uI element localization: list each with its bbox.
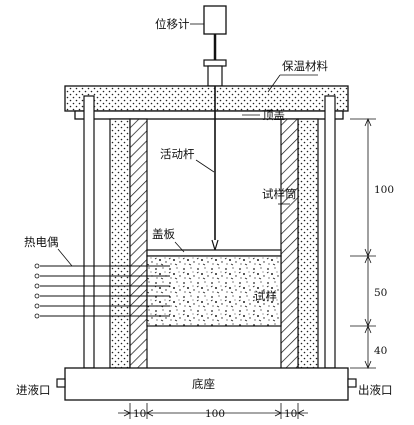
thermocouple-terminal — [34, 283, 40, 289]
label-insulation: 保温材料 — [282, 59, 328, 73]
outlet-port — [347, 378, 357, 388]
dim-height-lower: 40 — [374, 345, 387, 357]
insulation-top — [64, 85, 349, 112]
dim-width-wall-right: 10 — [284, 408, 297, 420]
dim-width-wall-left: 10 — [133, 408, 146, 420]
dim-height-sample: 50 — [374, 287, 387, 299]
vertical-dimension — [350, 117, 376, 370]
label-piston-rod: 活动杆 — [160, 147, 195, 161]
dim-height-upper: 100 — [374, 184, 394, 196]
leader-piston-rod — [195, 159, 215, 173]
tie-rod-left — [83, 95, 95, 369]
insulation-wall-left — [109, 118, 131, 369]
piston-rod-tip — [211, 239, 219, 253]
top-cover — [74, 110, 344, 120]
thermocouple-terminal — [34, 313, 40, 319]
tie-rod-right — [324, 95, 336, 369]
thermocouple-group — [34, 263, 170, 319]
tube-wall-left — [129, 118, 148, 382]
displacement-meter — [203, 5, 227, 35]
thermocouple-terminal — [34, 303, 40, 309]
horizontal-dimension — [118, 403, 308, 419]
thermocouple-terminal — [34, 273, 40, 279]
inlet-port — [56, 378, 66, 388]
leader-cover-plate — [174, 241, 185, 253]
label-outlet: 出液口 — [358, 383, 393, 397]
label-inlet: 进液口 — [16, 383, 51, 397]
cover-plate — [146, 249, 282, 257]
label-top-cover: 顶盖 — [262, 108, 285, 122]
leader-insulation-b — [267, 74, 281, 93]
meter-clamp — [203, 59, 227, 67]
dim-width-inner: 100 — [205, 408, 225, 420]
label-displacement-meter: 位移计 — [155, 17, 190, 31]
thermocouple-terminal — [34, 293, 40, 299]
thermocouple-terminal — [34, 263, 40, 269]
base — [64, 367, 349, 401]
sample — [146, 255, 282, 327]
label-base: 底座 — [192, 377, 215, 391]
insulation-wall-right — [297, 118, 319, 369]
label-sample: 试样 — [254, 289, 277, 303]
label-cover-plate: 盖板 — [152, 227, 175, 241]
leader-thermocouple — [57, 248, 73, 267]
label-sample-tube: 试样筒 — [262, 187, 297, 201]
meter-holder — [207, 65, 223, 87]
tube-wall-right — [280, 118, 299, 382]
label-thermocouple: 热电偶 — [24, 235, 59, 249]
